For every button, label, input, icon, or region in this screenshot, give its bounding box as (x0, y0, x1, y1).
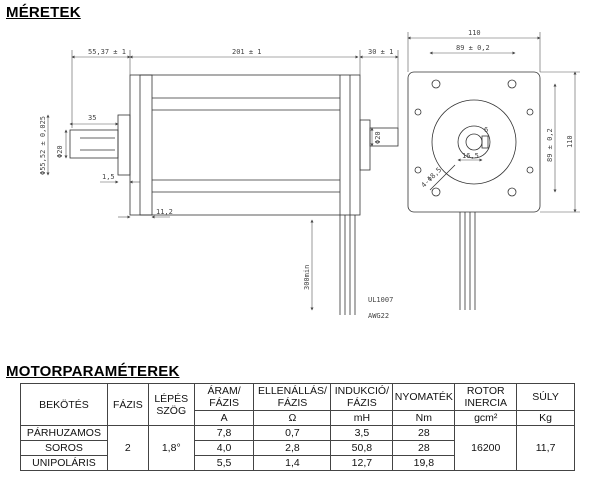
cell-aram: 4,0 (193, 440, 255, 456)
cell-aram: 5,5 (193, 455, 255, 471)
motor-front-view (407, 71, 541, 310)
row-name: SOROS (20, 440, 108, 456)
unit-aram: A (193, 410, 255, 426)
cell-nyomatek: 28 (392, 425, 456, 441)
cell-ellenallas: 1,4 (253, 455, 332, 471)
dim-label-lead-length: 300min (303, 265, 311, 290)
cell-nyomatek: 28 (392, 440, 456, 456)
params-title: MOTORPARAMÉTEREK (6, 363, 180, 380)
table-row: UNIPOLÁRIS 5,5 1,4 12,7 19,8 (20, 455, 575, 471)
dim-label-mounting-holes: 4-Φ8,5 (420, 166, 444, 190)
header-ellenallas: ELLENÁLLÁS/FÁZIS (253, 383, 332, 411)
motor-lead-wires (339, 215, 356, 315)
table-row: SOROS 4,0 2,8 50,8 28 (20, 440, 575, 456)
header-suly: SÚLY (516, 383, 575, 411)
dim-label-hole-spacing-y: 89 ± 0,2 (546, 128, 554, 162)
motor-side-view (117, 74, 399, 216)
dim-label-shaft-length: 35 (88, 114, 96, 122)
cell-indukcio: 12,7 (330, 455, 394, 471)
dim-label-frame-width: 110 (468, 29, 481, 37)
table-row: PÁRHUZAMOS 2 1,8° 7,8 0,7 3,5 28 16200 1… (20, 425, 575, 471)
cell-indukcio: 50,8 (330, 440, 394, 456)
cell-suly: 11,7 (516, 425, 575, 471)
header-aram: ÁRAM/FÁZIS (193, 383, 255, 411)
row-name: UNIPOLÁRIS (20, 455, 108, 471)
dim-label-wire-gauge: AWG22 (368, 312, 389, 320)
dim-label-wire-type: UL1007 (368, 296, 393, 304)
cell-ellenallas: 2,8 (253, 440, 332, 456)
header-fazis: FÁZIS (106, 383, 149, 426)
dim-label-shaft-diameter: Φ20 (56, 145, 64, 158)
dim-label-frame-height: 110 (566, 135, 574, 148)
unit-suly: Kg (516, 410, 575, 426)
dim-label-pilot-depth: 1,5 (102, 173, 115, 181)
motor-shaft (69, 129, 119, 159)
dim-label-key-width: 6 (484, 126, 488, 134)
dim-label-rear-shaft-diameter: Φ20 (374, 131, 382, 144)
header-nyomatek: NYOMATÉK (392, 383, 456, 411)
cell-ellenallas: 0,7 (253, 425, 332, 441)
header-indukcio: INDUKCIÓ/FÁZIS (330, 383, 394, 411)
cell-indukcio: 3,5 (330, 425, 394, 441)
unit-nyomatek: Nm (392, 410, 456, 426)
dim-label-rear-shaft-length: 30 ± 1 (368, 48, 393, 56)
dimension-drawing: 55,37 ± 1 201 ± 1 30 ± 1 35 Φ55,52 ± 0,0… (39, 29, 580, 320)
header-bekotes: BEKÖTÉS (20, 383, 108, 426)
cell-nyomatek: 19,8 (392, 455, 456, 471)
row-name: PÁRHUZAMOS (20, 425, 108, 441)
dim-label-flange-thickness: 11,2 (156, 208, 173, 216)
dim-label-flange-offset: 55,37 ± 1 (88, 48, 126, 56)
cell-aram: 7,8 (193, 425, 255, 441)
dim-label-hole-spacing-x: 89 ± 0,2 (456, 44, 490, 52)
dim-label-pilot-diameter: Φ55,52 ± 0,025 (39, 116, 47, 175)
cell-rotor: 16200 (454, 425, 518, 471)
cell-fazis: 2 (106, 425, 149, 471)
dim-label-key-height: 16,5 (462, 152, 479, 160)
unit-ellenallas: Ω (253, 410, 332, 426)
dimensions-title: MÉRETEK (6, 4, 81, 21)
cell-lepes: 1,8° (147, 425, 195, 471)
unit-rotor: gcm² (454, 410, 518, 426)
dim-label-body-length: 201 ± 1 (232, 48, 262, 56)
unit-indukcio: mH (330, 410, 394, 426)
